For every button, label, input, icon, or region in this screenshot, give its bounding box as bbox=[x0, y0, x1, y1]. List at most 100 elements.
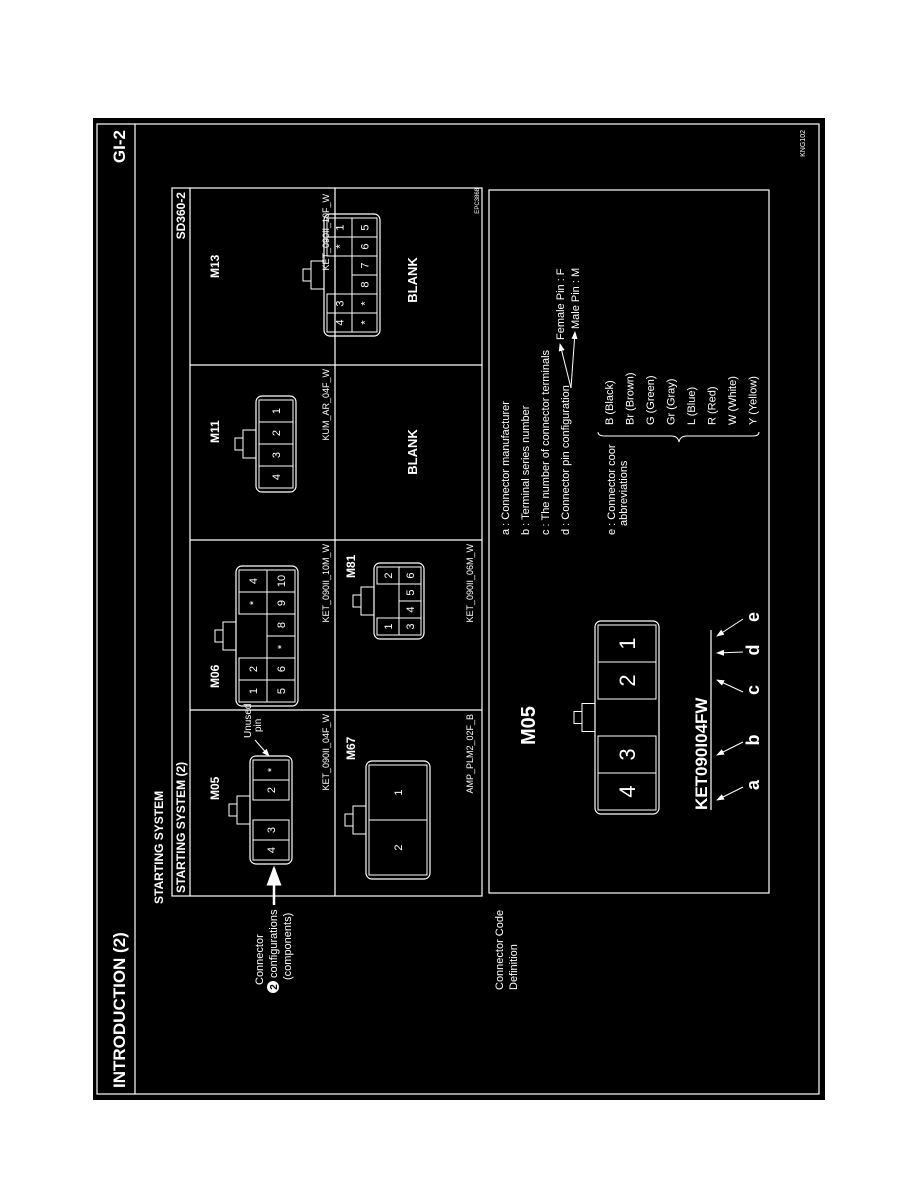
definition-list: a : Connector manufacturer b : Terminal … bbox=[500, 268, 760, 535]
pin-label: 1 bbox=[271, 408, 283, 414]
code-letter-d: d bbox=[743, 645, 763, 656]
color-abbreviation: Y (Yellow) bbox=[748, 376, 760, 425]
color-abbreviation: B (Black) bbox=[604, 380, 616, 425]
frame bbox=[96, 123, 820, 1095]
connector-latch-icon bbox=[214, 621, 237, 651]
color-abbreviation: W (White) bbox=[727, 376, 739, 425]
svg-text:(components): (components) bbox=[282, 913, 294, 980]
page-number: GI-2 bbox=[110, 130, 129, 163]
connector-code: KET_090II_10M_W bbox=[321, 544, 331, 623]
configurations-callout: Connector 2 configurations (components) bbox=[254, 865, 294, 993]
pin-label: 3 bbox=[334, 300, 346, 306]
connector-pin bbox=[252, 759, 290, 781]
code-letter-e: e bbox=[743, 612, 763, 622]
svg-text:abbreviations: abbreviations bbox=[618, 460, 630, 526]
female-pin: Female Pin : F bbox=[555, 268, 567, 340]
definition-e: e : Connector coor bbox=[606, 444, 618, 535]
pin-label: 1 bbox=[248, 688, 260, 694]
connector-id: M06 bbox=[208, 664, 222, 688]
pin-label: 4 bbox=[615, 785, 640, 797]
connector-code: KET_090II_10F_W bbox=[321, 194, 331, 271]
pin-label: 1 bbox=[334, 224, 346, 230]
connector-id: M67 bbox=[344, 736, 358, 760]
connector-id: M13 bbox=[208, 254, 222, 278]
pin-label: 10 bbox=[276, 575, 288, 587]
pin-label: 3 bbox=[266, 827, 278, 833]
pin-label: 4 bbox=[248, 578, 260, 584]
male-pin: Male Pin : M bbox=[570, 268, 582, 329]
connector-pin bbox=[398, 566, 422, 585]
pin-label: * bbox=[334, 244, 346, 249]
pin-label: 5 bbox=[405, 589, 417, 595]
blank-cell-label: BLANK bbox=[405, 257, 420, 303]
subsystem-title: STARTING SYSTEM (2) bbox=[174, 762, 188, 893]
connector-code: KET_090II_06M_W bbox=[465, 544, 475, 623]
pin-label: 2 bbox=[615, 674, 640, 686]
connector-pin bbox=[351, 217, 378, 238]
page-title: INTRODUCTION (2) bbox=[110, 932, 129, 1088]
pin-label: * bbox=[266, 767, 278, 772]
pin-label: 6 bbox=[359, 243, 371, 249]
code-letter-a: a bbox=[743, 779, 763, 790]
code-definition-box bbox=[488, 189, 770, 894]
svg-text:Connector: Connector bbox=[254, 934, 266, 985]
pin-label: 2 bbox=[266, 787, 278, 793]
code-letter-b: b bbox=[743, 735, 763, 746]
diagram-id: SD360-2 bbox=[174, 192, 188, 240]
svg-text:KET090I04FW: KET090I04FW bbox=[692, 697, 711, 810]
svg-text:Unused: Unused bbox=[243, 704, 254, 738]
definition-d: d : Connector pin configuration bbox=[560, 385, 572, 535]
connector-latch-icon bbox=[573, 703, 596, 732]
connector-pin bbox=[258, 399, 294, 423]
pin-label: 3 bbox=[405, 623, 417, 629]
pin-label: 1 bbox=[383, 623, 395, 629]
connector-pin bbox=[368, 764, 428, 821]
svg-text:Connector Code: Connector Code bbox=[494, 910, 506, 990]
definition-a: a : Connector manufacturer bbox=[500, 401, 512, 535]
pin-label: 4 bbox=[334, 319, 346, 325]
connector-latch-icon bbox=[344, 805, 367, 835]
connector-code: KET_090II_04F_W bbox=[321, 714, 331, 791]
pin-label: * bbox=[359, 320, 371, 325]
svg-text:pin: pin bbox=[253, 719, 264, 732]
example-connector-id: M05 bbox=[518, 706, 540, 745]
color-abbreviation: Gr (Gray) bbox=[666, 379, 678, 425]
pin-label: 2 bbox=[393, 844, 405, 850]
pin-label: 6 bbox=[276, 666, 288, 672]
connector-pin bbox=[252, 819, 290, 841]
code-letter-c: c bbox=[743, 685, 763, 695]
color-abbreviation: R (Red) bbox=[707, 386, 719, 425]
connector-id: M81 bbox=[344, 554, 358, 578]
pin-label: 3 bbox=[271, 452, 283, 458]
connector-latch-icon bbox=[234, 429, 257, 459]
pin-label: * bbox=[359, 301, 371, 306]
connector-code: KUM_AR_04F_W bbox=[321, 369, 331, 441]
connector-latch-icon bbox=[302, 260, 325, 290]
pin-label: * bbox=[276, 644, 288, 649]
connector-latch-icon bbox=[228, 795, 251, 825]
svg-text:2: 2 bbox=[269, 984, 280, 990]
connector-latch-icon bbox=[352, 586, 375, 616]
blank-cell-label: BLANK bbox=[405, 429, 420, 475]
unused-pin-callout: Unused pin bbox=[243, 704, 270, 757]
connector-code: AMP_PLM2_02F_B bbox=[465, 714, 475, 794]
pin-label: 9 bbox=[276, 600, 288, 606]
connector-table bbox=[171, 187, 483, 897]
page-code: KNG102 bbox=[800, 130, 807, 157]
pin-label: 4 bbox=[266, 847, 278, 853]
pin-label: 8 bbox=[359, 281, 371, 287]
definition-c: c : The number of connector terminals bbox=[540, 349, 552, 535]
connector-pin bbox=[266, 569, 296, 593]
connector-pin bbox=[597, 624, 657, 663]
code-definition-label: Connector Code Definition bbox=[494, 910, 520, 990]
pin-label: 2 bbox=[248, 666, 260, 672]
pin-label: 2 bbox=[271, 430, 283, 436]
pin-label: 7 bbox=[359, 262, 371, 268]
pin-label: 6 bbox=[405, 572, 417, 578]
